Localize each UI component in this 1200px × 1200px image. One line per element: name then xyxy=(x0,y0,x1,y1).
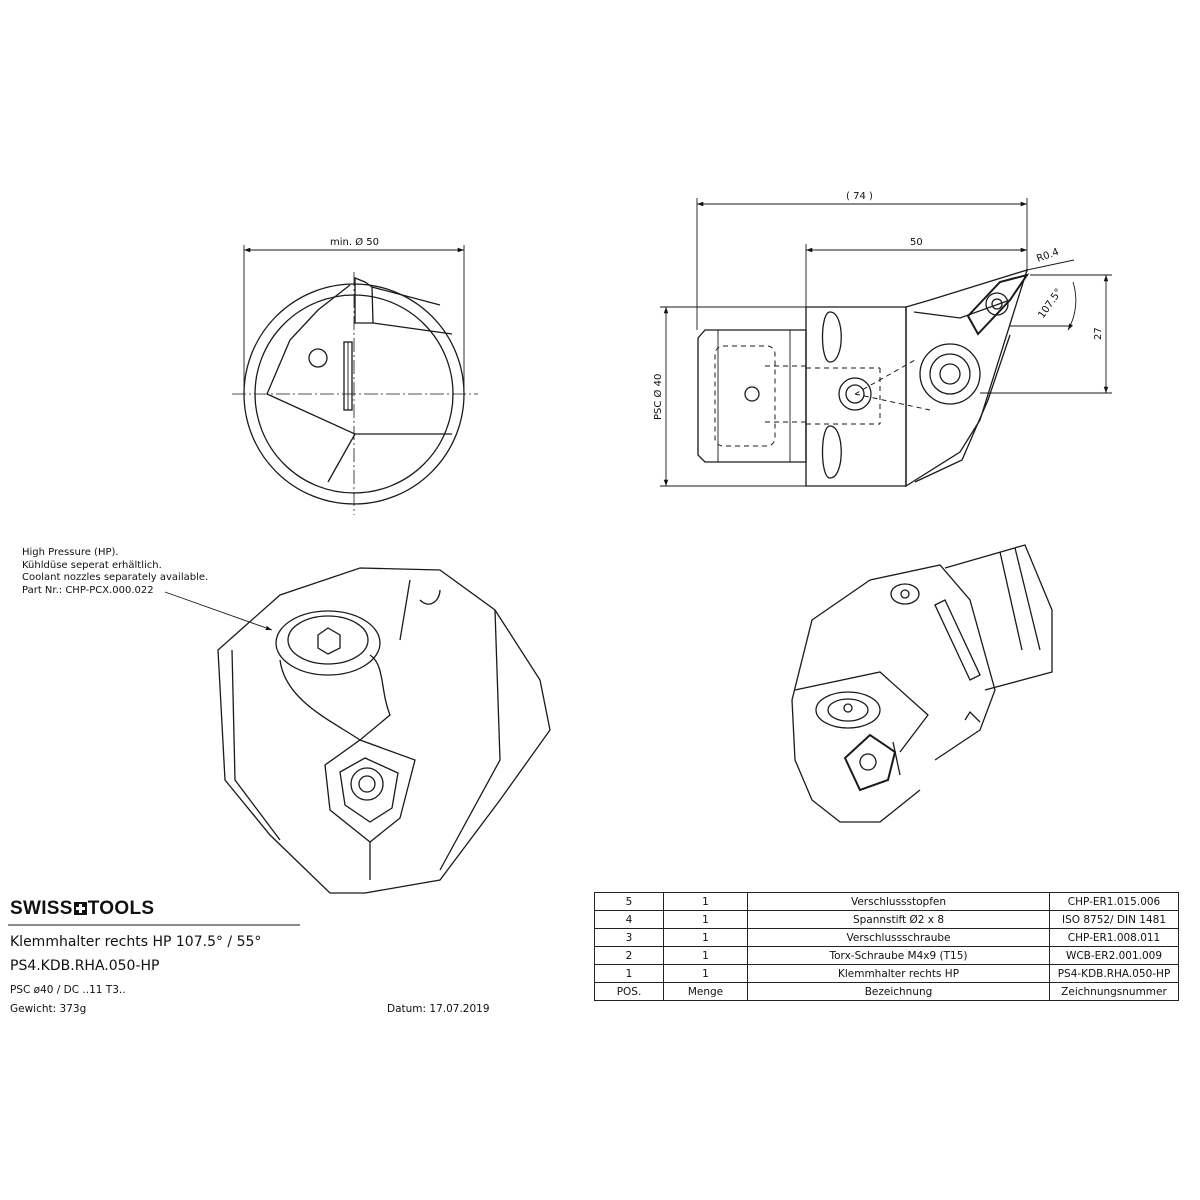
table-row: 5 1 Verschlussstopfen CHP-ER1.015.006 xyxy=(594,892,1179,911)
dim-50-label: 50 xyxy=(910,237,923,248)
weight-line: Gewicht: 373g xyxy=(10,1003,87,1015)
brand-right: TOOLS xyxy=(87,898,155,919)
bom-number: CHP-ER1.015.006 xyxy=(1049,892,1179,911)
min-diameter-label: min. Ø 50 xyxy=(330,236,379,248)
bom-qty: 1 xyxy=(663,964,748,983)
iso-view xyxy=(791,544,1053,823)
bom-name: Verschlussschraube xyxy=(747,928,1050,947)
bom-pos: 2 xyxy=(594,946,664,965)
header-name: Bezeichnung xyxy=(747,982,1050,1001)
swiss-cross-icon xyxy=(73,902,87,915)
bom-name: Klemmhalter rechts HP xyxy=(747,964,1050,983)
note-line-3: Coolant nozzles separately available. xyxy=(22,572,209,583)
bom-pos: 3 xyxy=(594,928,664,947)
dim-27-label: 27 xyxy=(1093,327,1104,340)
radius-label: R0.4 xyxy=(1035,247,1060,265)
part-number: PS4.KDB.RHA.050-HP xyxy=(10,958,160,974)
bom-number: ISO 8752/ DIN 1481 xyxy=(1049,910,1179,929)
front-view: min. Ø 50 xyxy=(232,236,478,515)
bom-name: Torx-Schraube M4x9 (T15) xyxy=(747,946,1050,965)
dim-74-label: ( 74 ) xyxy=(846,191,873,202)
header-pos: POS. xyxy=(594,982,664,1001)
brand-left: SWISS xyxy=(10,898,73,919)
brand-logo: SWISS TOOLS xyxy=(10,898,154,920)
bom-pos: 4 xyxy=(594,910,664,929)
table-row: 1 1 Klemmhalter rechts HP PS4-KDB.RHA.05… xyxy=(594,964,1179,983)
angle-label: 107.5° xyxy=(1036,287,1064,321)
table-row: 2 1 Torx-Schraube M4x9 (T15) WCB-ER2.001… xyxy=(594,946,1179,965)
note-line-4: Part Nr.: CHP-PCX.000.022 xyxy=(22,584,154,596)
drawing-title: Klemmhalter rechts HP 107.5° / 55° xyxy=(10,934,262,950)
table-header-row: POS. Menge Bezeichnung Zeichnungsnummer xyxy=(594,982,1179,1001)
table-row: 4 1 Spannstift Ø2 x 8 ISO 8752/ DIN 1481 xyxy=(594,910,1179,929)
note-line-2: Kühldüse seperat erhältlich. xyxy=(22,559,162,571)
table-row: 3 1 Verschlussschraube CHP-ER1.008.011 xyxy=(594,928,1179,947)
bom-qty: 1 xyxy=(663,928,748,947)
bom-number: CHP-ER1.008.011 xyxy=(1049,928,1179,947)
bom-qty: 1 xyxy=(663,892,748,911)
bom-name: Spannstift Ø2 x 8 xyxy=(747,910,1050,929)
spec-line: PSC ø40 / DC ..11 T3.. xyxy=(10,984,126,996)
bom-name: Verschlussstopfen xyxy=(747,892,1050,911)
bill-of-materials: 5 1 Verschlussstopfen CHP-ER1.015.006 4 … xyxy=(594,892,1179,1001)
header-number: Zeichnungsnummer xyxy=(1049,982,1179,1001)
bom-pos: 1 xyxy=(594,964,664,983)
bom-pos: 5 xyxy=(594,892,664,911)
date-line: Datum: 17.07.2019 xyxy=(387,1003,490,1015)
detail-view xyxy=(164,567,551,894)
bom-qty: 1 xyxy=(663,946,748,965)
bom-number: WCB-ER2.001.009 xyxy=(1049,946,1179,965)
bom-number: PS4-KDB.RHA.050-HP xyxy=(1049,964,1179,983)
psc-diameter-label: PSC Ø 40 xyxy=(652,374,664,420)
header-qty: Menge xyxy=(663,982,748,1001)
side-view: ( 74 ) 50 R0.4 107.5° 27 PSC Ø 40 xyxy=(652,191,1112,488)
note-line-1: High Pressure (HP). xyxy=(22,547,119,558)
bom-qty: 1 xyxy=(663,910,748,929)
coolant-note: High Pressure (HP). Kühldüse seperat erh… xyxy=(22,547,208,597)
